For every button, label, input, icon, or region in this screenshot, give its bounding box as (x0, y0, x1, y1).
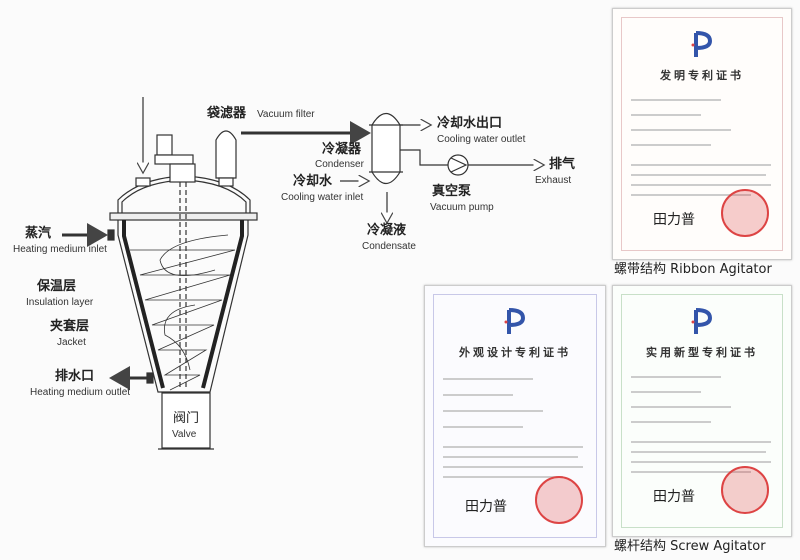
vacuum-filter (215, 130, 237, 179)
condenser (371, 112, 401, 185)
exhaust-label-en: Exhaust (535, 175, 572, 186)
jacket-label-cn: 夹套层 (50, 319, 90, 334)
insulation-label-en: Insulation layer (26, 297, 94, 308)
certificate-border (433, 294, 597, 538)
ribbon-agitator (130, 249, 236, 391)
certificate-border (621, 294, 783, 528)
patent-logo-icon (504, 308, 525, 334)
motor (156, 134, 173, 156)
official-seal-icon (535, 476, 583, 524)
exhaust-label-cn: 排气 (549, 157, 576, 172)
heating-outlet-label-cn: 排水口 (55, 369, 95, 384)
certificate-signature: 田力普 (653, 489, 695, 505)
vessel-flange (109, 212, 258, 221)
certificate-title: 实用新型专利证书 (646, 346, 758, 359)
insulation-label-cn: 保温层 (37, 279, 77, 294)
cooling-water-inlet-label-en: Cooling water inlet (281, 192, 364, 203)
certificate-signature: 田力普 (653, 212, 695, 228)
utility-model-patent-certificate: 实用新型专利证书 田力普 (612, 285, 792, 537)
heating-inlet-label-en: Heating medium inlet (13, 244, 107, 255)
certificate-border (621, 17, 783, 251)
screw-agitator-caption: 螺杆结构 Screw Agitator (614, 539, 766, 554)
cooling-water-outlet-label-en: Cooling water outlet (437, 134, 526, 145)
jacket-label-en: Jacket (57, 337, 86, 348)
patent-logo-icon (691, 308, 712, 334)
vacuum-filter-label-cn: 袋滤器 (207, 106, 247, 121)
vacuum-filter-label-en: Vacuum filter (257, 109, 315, 120)
certificate-title: 外观设计专利证书 (459, 346, 571, 359)
heating-inlet-label-cn: 蒸汽 (25, 226, 52, 241)
certificate-title: 发明专利证书 (660, 69, 744, 82)
vessel-cone (117, 220, 249, 393)
valve-body (161, 392, 211, 449)
valve-label-en: Valve (172, 429, 197, 440)
design-patent-certificate: 外观设计专利证书 田力普 (424, 285, 606, 547)
condensate-label-cn: 冷凝液 (367, 223, 407, 238)
heating-outlet-label-en: Heating medium outlet (30, 387, 131, 398)
invention-patent-certificate: 发明专利证书 田力普 (612, 8, 792, 260)
official-seal-icon (721, 189, 769, 237)
cooling-water-inlet-label-cn: 冷却水 (293, 174, 333, 189)
condensate-label-en: Condensate (362, 241, 416, 252)
condenser-label-en: Condenser (315, 159, 364, 170)
vacuum-pump-label-cn: 真空泵 (432, 184, 472, 199)
ribbon-agitator-caption: 螺带结构 Ribbon Agitator (614, 262, 772, 277)
vacuum-pump-label-en: Vacuum pump (430, 202, 494, 213)
patent-logo-icon (691, 31, 712, 57)
official-seal-icon (721, 466, 769, 514)
certificate-signature: 田力普 (465, 499, 507, 515)
condenser-label-cn: 冷凝器 (322, 142, 362, 157)
cooling-water-outlet-label-cn: 冷却水出口 (437, 116, 503, 131)
valve-label-cn: 阀门 (173, 411, 200, 426)
